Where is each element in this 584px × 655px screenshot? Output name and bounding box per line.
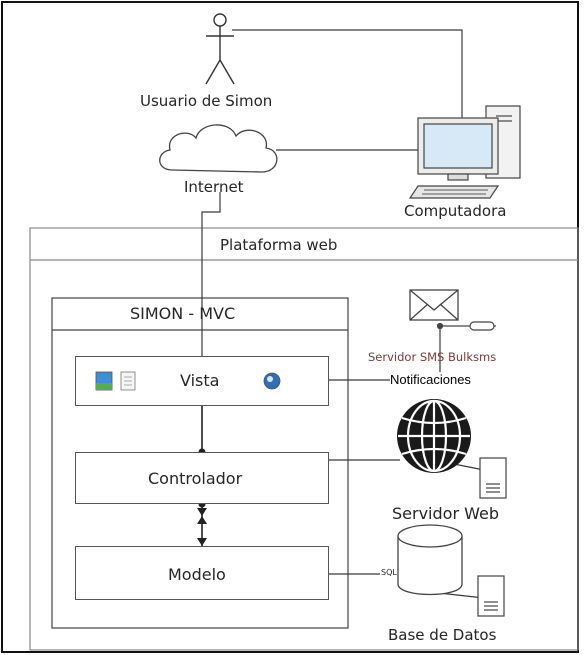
modelo-box: Modelo	[75, 546, 329, 600]
mvc-title: SIMON - MVC	[130, 304, 236, 323]
internet-label: Internet	[184, 178, 244, 196]
db-label: Base de Datos	[388, 626, 497, 644]
computer-label: Computadora	[404, 202, 507, 220]
vista-icons	[95, 371, 281, 391]
arrow-down-a	[197, 508, 207, 516]
controlador-box: Controlador	[75, 452, 329, 504]
db-server-icon	[477, 575, 505, 617]
web-server-label: Servidor Web	[392, 504, 499, 523]
computer-icon	[408, 105, 521, 199]
internet-vista-line	[201, 192, 221, 356]
arrow-up-a	[197, 516, 207, 524]
controlador-label: Controlador	[148, 469, 243, 488]
web-globe-small-icon	[263, 372, 281, 390]
platform-label: Plataforma web	[220, 236, 338, 254]
globe-icon	[397, 399, 471, 473]
envelope-icon	[409, 289, 459, 321]
sql-label: SQL	[381, 568, 397, 577]
notificaciones-label: Notificaciones	[390, 372, 471, 387]
user-label: Usuario de Simon	[140, 92, 273, 110]
image-file-icon	[95, 371, 113, 391]
platform-container	[29, 227, 579, 651]
internet-cloud-icon	[159, 124, 278, 173]
user-stick-figure-icon	[205, 13, 235, 85]
database-icon	[397, 524, 463, 596]
modelo-label: Modelo	[168, 565, 226, 584]
user-computer-line	[232, 29, 463, 118]
document-file-icon	[120, 371, 136, 391]
vista-label: Vista	[180, 371, 220, 390]
sms-server-label: Servidor SMS Bulksms	[368, 350, 497, 364]
arrow-down-modelo	[197, 538, 207, 546]
sms-connector-icon	[436, 321, 496, 331]
vista-box: Vista	[75, 356, 329, 406]
web-server-icon	[479, 457, 507, 499]
